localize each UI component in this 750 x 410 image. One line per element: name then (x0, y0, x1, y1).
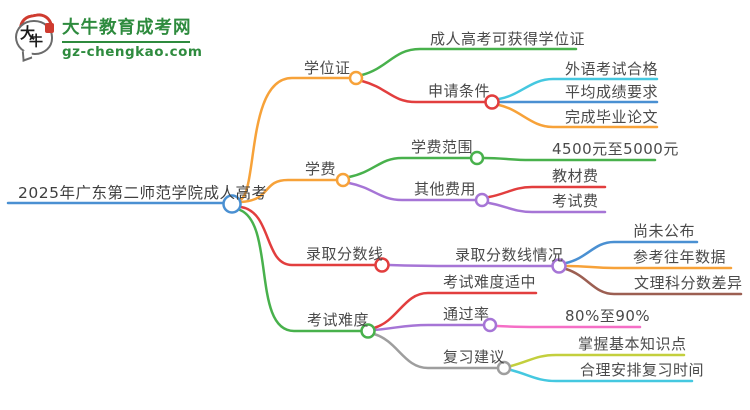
line-tuition-range (347, 156, 472, 179)
node-not-yet-published: 尚未公布 (633, 222, 696, 240)
node-admission-score-line: 录取分数线 (306, 245, 384, 263)
line-pass-rate-value (495, 324, 642, 329)
node-thesis-completion: 完成毕业论文 (565, 108, 659, 126)
review-suggestions-circle (496, 360, 512, 376)
line-refer-past-data (564, 264, 733, 270)
node-arts-science-difference: 文理科分数差异 (634, 274, 743, 292)
line-foreign-language-pass (497, 77, 659, 101)
application-requirements-circle (484, 94, 500, 110)
logo-char-niu: 牛 (29, 34, 43, 50)
node-application-requirements: 申请条件 (428, 82, 491, 100)
tuition-circle (335, 172, 351, 188)
pass-rate-circle (482, 317, 498, 333)
branch-tuition-line (239, 178, 339, 204)
logo-char-da: 大 (20, 24, 36, 42)
line-pass-rate (372, 323, 485, 332)
other-fees-circle (474, 192, 490, 208)
line-arts-science-difference (564, 267, 743, 296)
node-other-fees: 其他费用 (414, 180, 477, 198)
logo-bull-icon: 大 牛 (12, 11, 56, 62)
admission-score-circle (374, 257, 390, 273)
logo-title: 大牛教育成考网 (62, 18, 192, 38)
node-score-line-status: 录取分数线情况 (455, 246, 564, 264)
exam-difficulty-circle (360, 323, 376, 339)
line-application-requirements (360, 79, 487, 104)
node-master-basics: 掌握基本知识点 (578, 335, 687, 353)
logo-url: gz-chengkao.com (62, 44, 203, 60)
node-degree-obtainable: 成人高考可获得学位证 (430, 30, 586, 48)
line-review-suggestions (372, 332, 499, 370)
node-tuition: 学费 (305, 160, 337, 178)
line-textbook-fee (487, 185, 607, 199)
node-degree-certificate: 学位证 (304, 59, 351, 77)
line-degree-obtainable (360, 47, 578, 77)
line-other-fees (347, 181, 477, 202)
branch-exam-difficulty-line (238, 208, 363, 333)
node-difficulty-moderate: 考试难度适中 (443, 273, 537, 291)
line-master-basics (509, 353, 686, 368)
node-tuition-amount: 4500元至5000元 (552, 140, 679, 158)
node-foreign-language-pass: 外语考试合格 (565, 60, 659, 78)
node-review-suggestions: 复习建议 (443, 348, 506, 366)
node-average-grade-requirement: 平均成绩要求 (565, 83, 659, 101)
node-textbook-fee: 教材费 (552, 167, 599, 185)
line-not-yet-published (564, 240, 699, 265)
line-difficulty-moderate (372, 291, 538, 330)
branch-admission-score-line (239, 205, 377, 267)
branch-degree-certificate-line (238, 76, 352, 202)
site-logo: 大 牛 大牛教育成考网 gz-chengkao.com (12, 11, 203, 62)
line-thesis-completion (497, 103, 659, 129)
logo-red-seal (45, 23, 54, 33)
logo-divider (62, 41, 190, 43)
line-exam-fee (487, 201, 607, 214)
line-score-line-status (387, 263, 554, 268)
node-schedule-review-time: 合理安排复习时间 (580, 361, 705, 379)
line-tuition-amount (482, 156, 657, 162)
node-exam-difficulty: 考试难度 (307, 311, 370, 329)
node-pass-rate-value: 80%至90% (565, 307, 651, 325)
node-refer-past-data: 参考往年数据 (633, 248, 727, 266)
tuition-range-circle (469, 150, 485, 166)
root-node-circle (222, 194, 242, 214)
root-node-label: 2025年广东第二师范学院成人高考 (18, 184, 268, 202)
line-schedule-review-time (509, 368, 694, 383)
score-line-status-circle (551, 258, 567, 274)
degree-certificate-circle (348, 70, 364, 86)
node-tuition-range: 学费范围 (411, 138, 474, 156)
node-exam-fee: 考试费 (552, 192, 599, 210)
node-pass-rate: 通过率 (443, 305, 490, 323)
